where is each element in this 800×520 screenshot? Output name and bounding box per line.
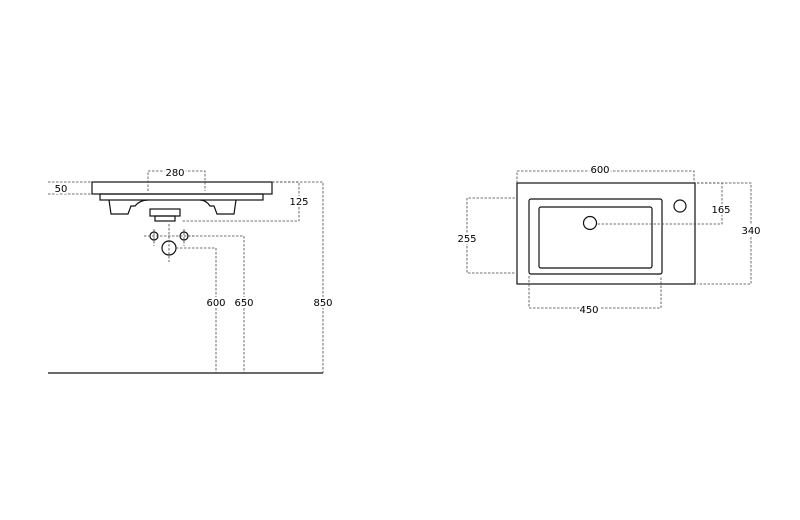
dim-drain-offset (597, 182, 723, 225)
drain-icon (582, 215, 598, 231)
top-view: 600 255 165 340 450 (455, 163, 762, 318)
label-125: 125 (289, 197, 308, 208)
dim-rim-height (272, 181, 324, 373)
label-50: 50 (55, 184, 68, 195)
dim-width (516, 170, 695, 183)
dim-rim-to-waste (181, 181, 300, 222)
dim-tap-spacing (147, 170, 206, 191)
label-165: 165 (711, 205, 730, 216)
bowl-bottom (149, 208, 181, 217)
label-280: 280 (165, 168, 184, 179)
dim-waste-height (176, 247, 217, 373)
label-255: 255 (457, 234, 476, 245)
label-340: 340 (741, 226, 760, 237)
tap-hole-icon (673, 199, 687, 213)
label-600: 600 (206, 298, 225, 309)
dim-supply-height (188, 235, 245, 373)
label-850: 850 (313, 298, 332, 309)
dim-depth (697, 182, 752, 285)
dim-basin-width (528, 276, 662, 309)
dim-rim-thickness (48, 181, 92, 195)
bowl-outer (528, 198, 663, 275)
basin-rim (91, 181, 273, 195)
drain-outlet (154, 215, 176, 222)
left-support (108, 199, 149, 215)
dim-basin-depth (466, 197, 515, 274)
side-view: 50 280 125 600 650 850 (48, 166, 335, 374)
basin-underside (99, 193, 264, 201)
label-600: 600 (590, 165, 609, 176)
label-450: 450 (579, 305, 598, 316)
basin-outline (516, 182, 696, 285)
right-support (199, 199, 237, 215)
bowl-inner (538, 206, 653, 269)
center-lines (144, 224, 194, 262)
label-650: 650 (234, 298, 253, 309)
